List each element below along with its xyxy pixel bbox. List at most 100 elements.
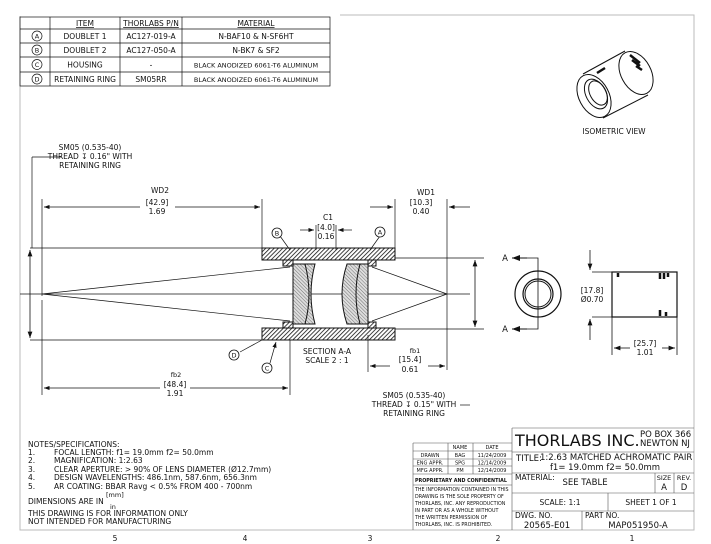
section-marker-bottom: A <box>502 325 508 335</box>
wd1-label: WD1 <box>417 188 435 197</box>
side-view <box>587 250 678 355</box>
diameter-mm: [17.8] <box>581 286 604 295</box>
size-label: SIZE <box>657 474 672 482</box>
bom-table <box>19 16 331 87</box>
doublet-1-lens <box>341 263 369 325</box>
title-block <box>412 427 694 530</box>
part-label: PART NO. <box>585 511 619 520</box>
part-number: MAP051950-A <box>608 521 668 531</box>
approval-date: 11/24/2009 <box>478 453 507 459</box>
bom-item: DOUBLET 1 <box>64 32 107 41</box>
fb2-label: fb2 <box>171 371 182 379</box>
bom-pn: AC127-019-A <box>126 32 176 41</box>
notes: NOTES/SPECIFICATIONS: 1.FOCAL LENGTH: f1… <box>27 440 271 526</box>
bom-header-material: MATERIAL <box>237 19 275 28</box>
bom-tag: B <box>35 47 39 55</box>
bom-item: RETAINING RING <box>54 75 116 84</box>
drawing-title: 1:2.63 MATCHED ACHROMATIC PAIR <box>540 453 692 463</box>
zone-number: 4 <box>243 534 248 543</box>
thread-callout-right: THREAD ↧ 0.15" WITH <box>371 400 457 409</box>
zone-number: 1 <box>630 534 635 543</box>
approval-role: ENG APPR. <box>417 461 444 467</box>
company-address: PO BOX 366 <box>640 430 691 440</box>
diameter-in: Ø0.70 <box>581 295 604 304</box>
proprietary-title: PROPRIETARY AND CONFIDENTIAL <box>415 478 507 484</box>
note-number: 2. <box>28 456 35 465</box>
note-number: 5. <box>28 482 35 491</box>
note-number: 3. <box>28 465 35 474</box>
wd1-in: 0.40 <box>413 207 430 216</box>
note-text: FOCAL LENGTH: f1= 19.0mm f2= 50.0mm <box>54 448 214 457</box>
length-in: 1.01 <box>637 348 654 357</box>
rev-label: REV. <box>677 474 691 482</box>
rev-value: D <box>681 483 688 493</box>
thread-callout-left: SM05 (0.535-40) <box>59 143 122 152</box>
note-text: MAGNIFICATION: 1:2.63 <box>54 456 143 465</box>
company-name: THORLABS INC. <box>514 431 640 450</box>
sheet-border <box>19 14 695 531</box>
balloon-b: B <box>275 230 279 238</box>
proprietary-text: DRAWING IS THE SOLE PROPERTY OF <box>415 494 504 500</box>
housing-top-wall <box>261 247 396 261</box>
approval-role: MFG APPR. <box>417 468 444 474</box>
wd1-mm: [10.3] <box>410 198 433 207</box>
info-note: THIS DRAWING IS FOR INFORMATION ONLY <box>27 509 188 518</box>
bom-material: N-BK7 & SF2 <box>232 46 280 55</box>
bom-tag: D <box>34 76 39 84</box>
dimensions-note: DIMENSIONS ARE IN <box>28 497 104 506</box>
bom-text: ITEM THORLABS P/N MATERIAL A DOUBLET 1 A… <box>34 19 318 84</box>
fb2-mm: [48.4] <box>164 380 187 389</box>
thread-callout-left: THREAD ↧ 0.16" WITH <box>47 152 133 161</box>
note-text: AR COATING: BBAR Ravg < 0.5% FROM 400 - … <box>54 482 252 491</box>
proprietary-text: THE WRITTEN PERMISSION OF <box>414 515 487 521</box>
zone-numbers: 5 4 3 2 1 <box>113 534 635 543</box>
info-note: NOT INTENDED FOR MANUFACTURING <box>28 517 171 526</box>
section-scale: SCALE 2 : 1 <box>305 356 348 365</box>
bom-pn: - <box>150 61 153 70</box>
length-mm: [25.7] <box>634 339 657 348</box>
approval-name: BAG <box>455 453 466 459</box>
bom-pn: AC127-050-A <box>126 46 176 55</box>
fb1-mm: [15.4] <box>399 355 422 364</box>
approval-date: 12/14/2009 <box>478 461 507 467</box>
note-number: 4. <box>28 473 35 482</box>
dimension-labels: SM05 (0.535-40) THREAD ↧ 0.16" WITH RETA… <box>47 143 457 418</box>
title-label: TITLE: <box>515 454 542 464</box>
bom-header-pn: THORLABS P/N <box>122 19 179 28</box>
end-view <box>512 255 562 332</box>
wd2-in: 1.69 <box>149 207 166 216</box>
drawing-subtitle: f1= 19.0mm f2= 50.0mm <box>550 463 660 473</box>
bom-pn: SM05RR <box>135 75 166 84</box>
dwg-label: DWG. NO. <box>515 511 552 520</box>
scale: SCALE: 1:1 <box>539 498 580 507</box>
bom-material: BLACK ANODIZED 6061-T6 ALUMINUM <box>194 62 318 70</box>
approval-name: SPG <box>455 461 465 467</box>
dwg-number: 20565-E01 <box>524 521 570 531</box>
approval-date: 12/14/2009 <box>478 468 507 474</box>
c1-mm: [4.0] <box>317 223 335 232</box>
doublet-2-lens <box>292 263 316 325</box>
approval-header: DATE <box>485 445 498 451</box>
company-address: NEWTON NJ <box>640 439 690 449</box>
zone-number: 3 <box>368 534 373 543</box>
note-number: 1. <box>28 448 35 457</box>
wd2-label: WD2 <box>151 186 169 195</box>
proprietary-text: THORLABS, INC. ANY REPRODUCTION <box>414 501 506 507</box>
isometric-view-label: ISOMETRIC VIEW <box>582 127 646 136</box>
fb2-in: 1.91 <box>167 389 184 398</box>
note-text: CLEAR APERTURE: > 90% OF LENS DIAMETER (… <box>54 465 271 474</box>
section-label: SECTION A-A <box>303 347 352 356</box>
c1-label: C1 <box>323 213 333 222</box>
isometric-view <box>576 50 654 119</box>
zone-number: 5 <box>113 534 118 543</box>
bom-item: HOUSING <box>67 61 103 70</box>
approval-header: NAME <box>453 445 468 451</box>
bom-material: BLACK ANODIZED 6061-T6 ALUMINUM <box>194 76 318 84</box>
section-marker-top: A <box>502 254 508 264</box>
bom-tag: A <box>35 33 40 41</box>
fb1-label: fb1 <box>410 347 421 355</box>
note-text: DESIGN WAVELENGTHS: 486.1nm, 587.6nm, 65… <box>54 473 257 482</box>
wd2-mm: [42.9] <box>146 198 169 207</box>
